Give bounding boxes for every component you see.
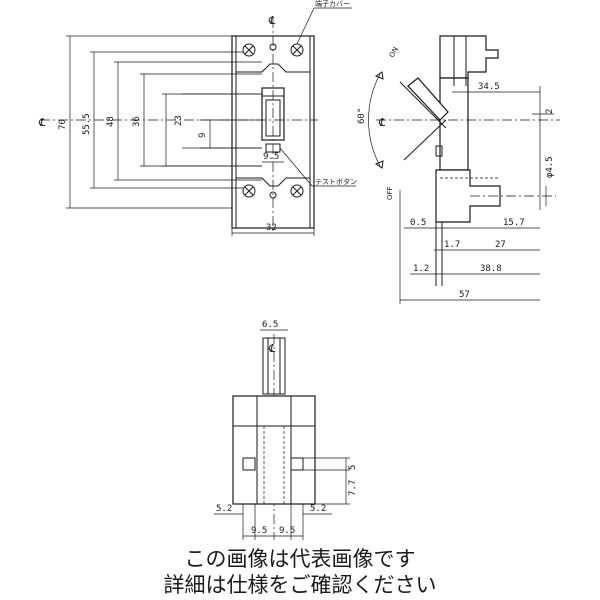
dim-5-2-right: 5.2: [310, 504, 326, 514]
screw-icon: [242, 184, 256, 198]
dim-0-5: 0.5: [410, 218, 426, 228]
dim-57: 57: [459, 290, 470, 300]
bottom-outline: [232, 395, 316, 505]
side-bottom-block: [435, 169, 501, 223]
dim-9-5-right: 9.5: [279, 526, 295, 536]
dim-23: 23: [174, 115, 184, 126]
side-handle: [407, 77, 449, 121]
screw-cross-icon: [292, 186, 302, 196]
dim-9-5-left: 9.5: [251, 526, 267, 536]
handle-off-line: [403, 119, 447, 161]
front-view: ℄ ℄ 70 55.5 48 36 23 9 9.5: [38, 0, 357, 236]
bottom-view: ℄ 6.5 5 7.7 5.2 5.2 9.5 9.5: [214, 320, 358, 540]
terminal-square: [290, 457, 304, 471]
dim-9-5: 9.5: [263, 152, 279, 162]
dim-32: 32: [266, 223, 277, 233]
terminal-cover-label: 端子カバー: [315, 0, 350, 8]
dim-1-2: 1.2: [413, 264, 429, 274]
on-label: ON: [388, 46, 400, 59]
dim-70: 70: [58, 119, 68, 130]
side-view: 60° ON OFF ℄ 34.5 2 φ4.5 0.5 15.7 1.7 27…: [357, 35, 560, 304]
arrow-head-icon: [374, 160, 384, 169]
dim-38-8: 38.8: [480, 264, 502, 274]
dim-phi-4-5: φ4.5: [545, 156, 555, 178]
screw-icon: [242, 43, 256, 57]
centerline-symbol: ℄: [268, 14, 276, 27]
dim-34-5: 34.5: [478, 82, 500, 92]
dim-27: 27: [495, 240, 506, 250]
angle-60: 60°: [357, 108, 367, 124]
terminal-square: [242, 457, 256, 471]
screw-cross-icon: [244, 186, 254, 196]
dim-15-7: 15.7: [503, 218, 525, 228]
test-button-label: テストボタン: [315, 177, 357, 186]
caption-line-2: 詳細は仕様をご確認ください: [164, 573, 437, 597]
leader-line: [296, 7, 315, 45]
dim-1-7: 1.7: [444, 240, 460, 250]
leader-line: [279, 147, 313, 187]
caption-line-1: この画像は代表画像です: [185, 547, 416, 571]
dim-5: 5: [348, 465, 358, 470]
dim-6-5: 6.5: [262, 320, 278, 330]
dim-9: 9: [198, 133, 208, 138]
angle-arc: [368, 73, 381, 167]
centerline-symbol: ℄: [378, 116, 386, 129]
arrow-head-icon: [374, 71, 384, 80]
bottom-terminal-cover: [236, 177, 310, 187]
screw-cross-icon: [292, 45, 302, 55]
screw-cross-icon: [244, 45, 254, 55]
dim-48: 48: [106, 116, 116, 127]
screw-icon: [290, 184, 304, 198]
centerline-symbol: ℄: [38, 116, 46, 129]
dim-5-2-left: 5.2: [216, 504, 232, 514]
top-terminal-cover: [236, 63, 310, 73]
dim-2: 2: [545, 109, 555, 114]
centerline-symbol: ℄: [268, 342, 276, 355]
off-label: OFF: [386, 186, 394, 200]
dim-55-5: 55.5: [82, 113, 92, 135]
dim-7-7: 7.7: [348, 480, 358, 496]
test-button-side: [435, 145, 443, 157]
side-top-block: [439, 35, 499, 79]
dim-36: 36: [132, 116, 142, 127]
